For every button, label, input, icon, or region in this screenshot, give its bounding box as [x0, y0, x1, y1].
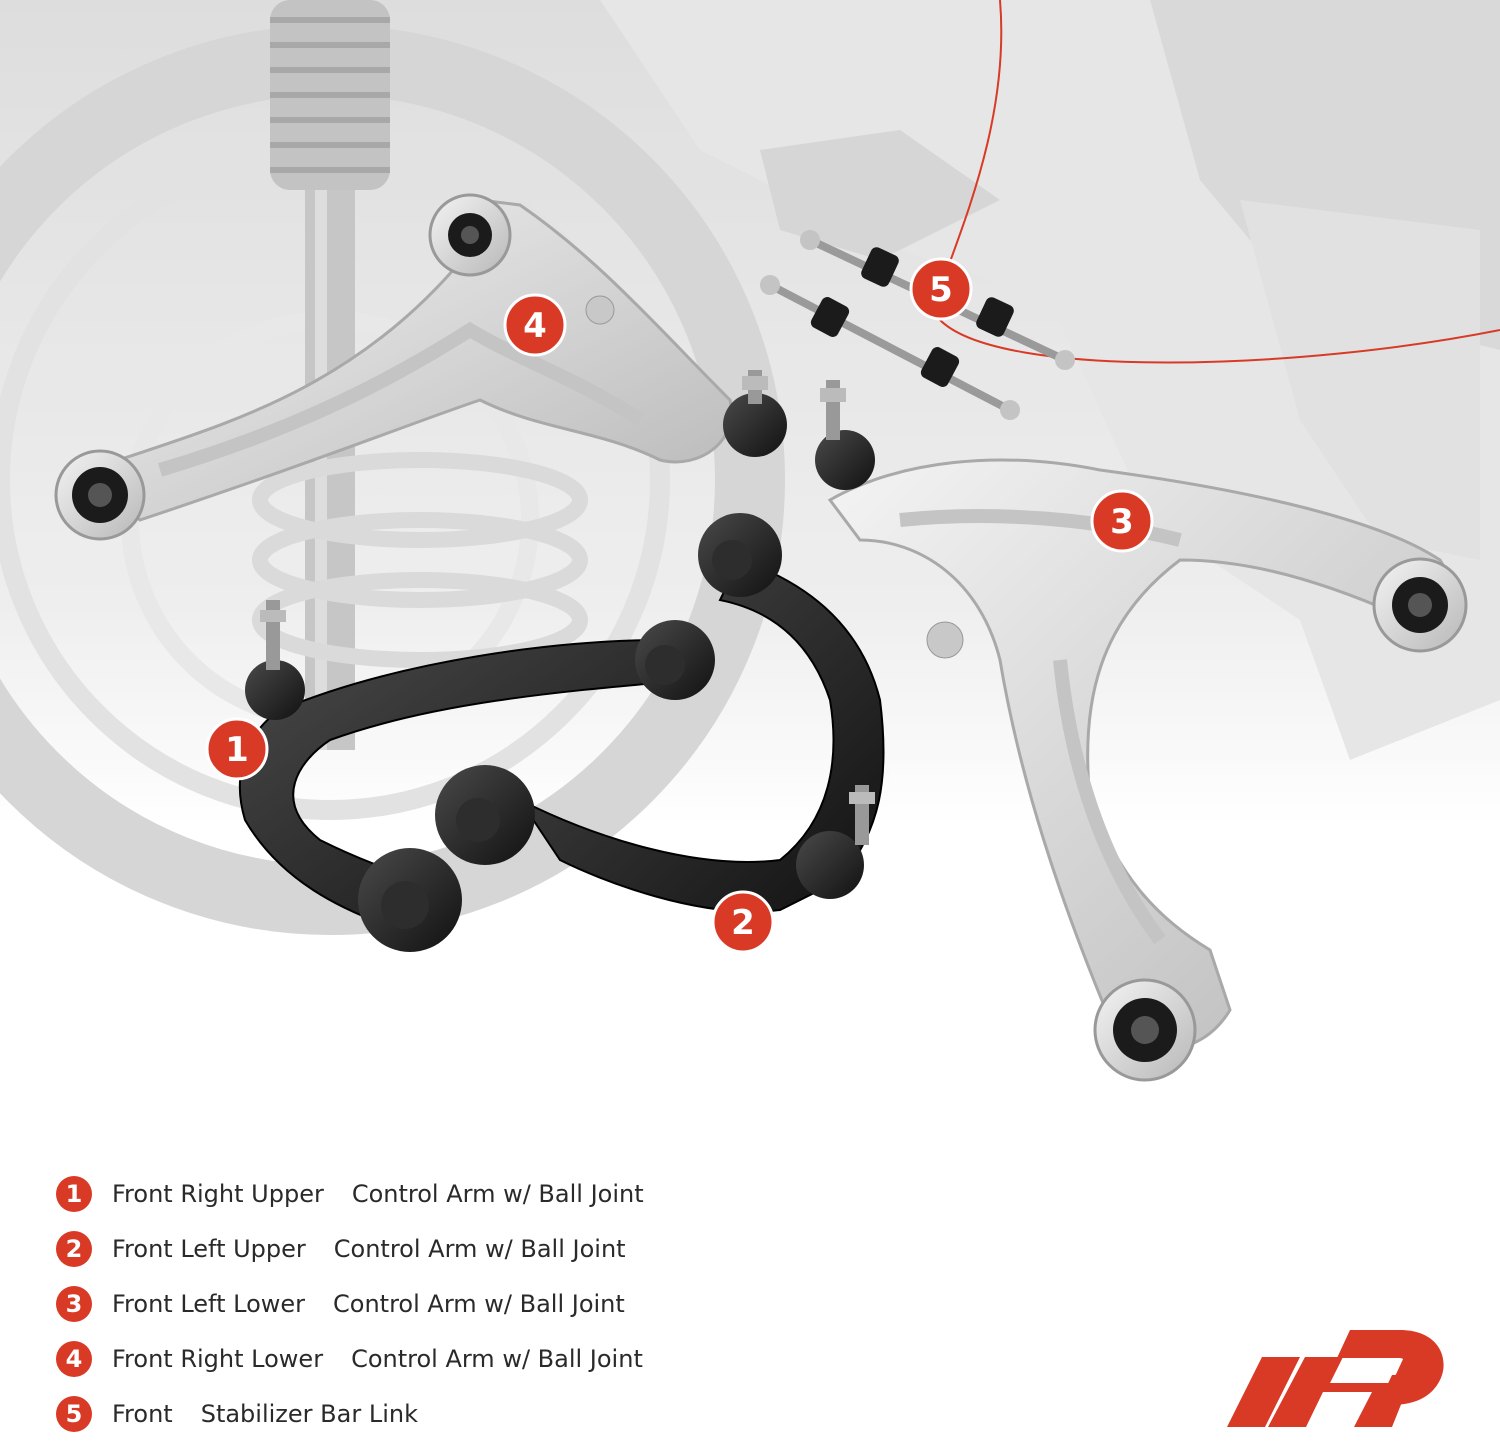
callout-badge-1: 1	[205, 717, 269, 781]
callout-badge-2: 2	[711, 890, 775, 954]
legend-item-4: 4 Front Right Lower Control Arm w/ Ball …	[56, 1341, 776, 1377]
legend-number-4: 4	[56, 1341, 92, 1377]
callout-badge-5: 5	[909, 257, 973, 321]
legend-position-4: Front Right Lower	[112, 1345, 324, 1373]
legend-item-3: 3 Front Left Lower Control Arm w/ Ball J…	[56, 1286, 776, 1322]
part-front-left-lower-control-arm	[815, 380, 1468, 1082]
ap-logo-icon	[1227, 1330, 1444, 1427]
callout-1-number: 1	[225, 730, 249, 770]
parts-legend: 1 Front Right Upper Control Arm w/ Ball …	[56, 1176, 776, 1451]
legend-part-3: Control Arm w/ Ball Joint	[333, 1290, 625, 1318]
legend-item-5: 5 Front Stabilizer Bar Link	[56, 1396, 776, 1432]
part-front-right-upper-control-arm	[238, 600, 715, 952]
legend-number-1: 1	[56, 1176, 92, 1212]
callout-5-number: 5	[929, 270, 953, 310]
legend-number-3: 3	[56, 1286, 92, 1322]
legend-number-2: 2	[56, 1231, 92, 1267]
legend-item-1: 1 Front Right Upper Control Arm w/ Ball …	[56, 1176, 776, 1212]
legend-part-1: Control Arm w/ Ball Joint	[351, 1180, 644, 1208]
legend-position-1: Front Right Upper	[112, 1180, 324, 1208]
part-front-right-lower-control-arm	[54, 193, 787, 541]
legend-part-4: Control Arm w/ Ball Joint	[351, 1345, 643, 1373]
legend-item-2: 2 Front Left Upper Control Arm w/ Ball J…	[56, 1231, 776, 1267]
legend-part-5: Stabilizer Bar Link	[200, 1400, 418, 1428]
legend-number-5: 5	[56, 1396, 92, 1432]
legend-position-5: Front	[112, 1400, 173, 1428]
callout-3-number: 3	[1110, 502, 1134, 542]
legend-position-3: Front Left Lower	[112, 1290, 306, 1318]
legend-part-2: Control Arm w/ Ball Joint	[333, 1235, 626, 1263]
callout-badge-3: 3	[1090, 489, 1154, 553]
callout-4-number: 4	[523, 306, 547, 346]
part-front-left-upper-control-arm	[435, 513, 885, 913]
callout-badge-4: 4	[503, 293, 567, 357]
legend-position-2: Front Left Upper	[112, 1235, 306, 1263]
callout-2-number: 2	[731, 903, 755, 943]
